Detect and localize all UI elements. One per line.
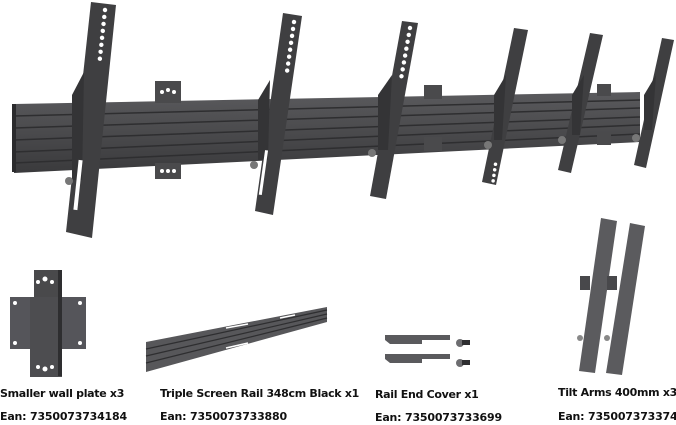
part-name-tilt-arms: Tilt Arms 400mm x3 <box>558 386 676 399</box>
smaller-wall-plate-illustration <box>10 270 86 377</box>
tilt-arm-3 <box>368 21 418 199</box>
part-ean-tilt-arms: Ean: 7350073733743 <box>558 410 676 423</box>
ean-label: Ean: <box>0 410 27 423</box>
tilt-arm-6 <box>632 38 674 168</box>
part-name-wall-plate: Smaller wall plate x3 <box>0 387 125 400</box>
ean-label: Ean: <box>160 410 187 423</box>
wall-plate-tabs <box>155 81 611 179</box>
tilt-arms-pair-illustration <box>488 162 645 375</box>
ean-value: 7350073733699 <box>405 411 502 424</box>
part-ean-end-cover: Ean: 7350073733699 <box>375 411 502 424</box>
ean-value: 7350073733743 <box>588 410 676 423</box>
ean-value: 7350073733880 <box>190 410 287 423</box>
tilt-arm-4 <box>459 20 528 185</box>
main-rail <box>12 92 641 173</box>
tilt-arm-5 <box>498 13 603 173</box>
ean-label: Ean: <box>558 410 585 423</box>
ean-value: 7350073734184 <box>30 410 127 423</box>
part-name-rail: Triple Screen Rail 348cm Black x1 <box>160 387 360 400</box>
part-ean-wall-plate: Ean: 7350073734184 <box>0 410 127 423</box>
tilt-arm-2 <box>250 13 302 215</box>
ean-label: Ean: <box>375 411 402 424</box>
part-name-end-cover: Rail End Cover x1 <box>375 388 479 401</box>
part-ean-rail: Ean: 7350073733880 <box>160 410 287 423</box>
rail-end-cover-illustration <box>385 335 470 367</box>
tilt-arm-1 <box>65 2 116 238</box>
triple-screen-rail-illustration <box>145 307 328 372</box>
